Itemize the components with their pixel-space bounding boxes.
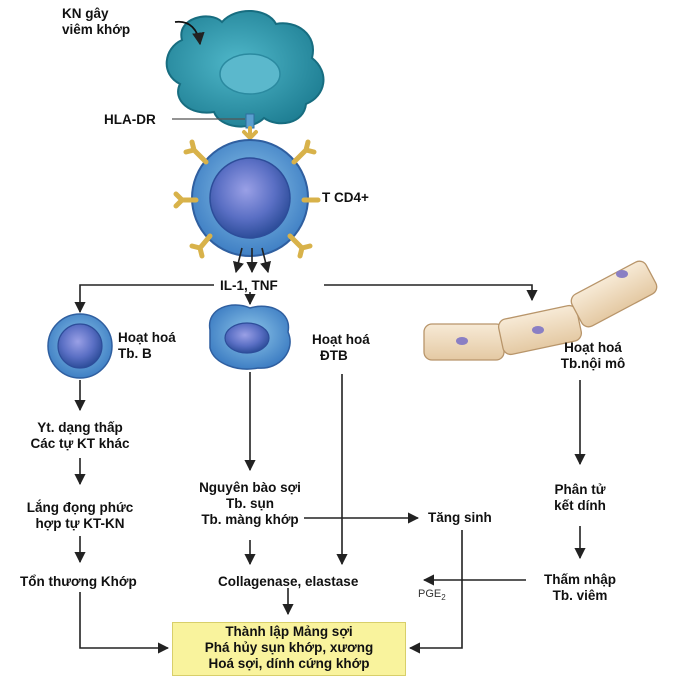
enzymes-label: Collagenase, elastase	[218, 574, 359, 589]
proliferation-label: Tăng sinh	[428, 510, 492, 525]
outcome-box	[172, 622, 406, 676]
right-column-arrows	[408, 380, 586, 654]
antigen-presenting-cell	[165, 9, 325, 128]
cytokine-branch-arrows	[74, 284, 538, 314]
hla-dr-receptor	[242, 113, 258, 141]
cytokines-label: IL-1, TNF	[220, 278, 278, 293]
b-cell	[47, 313, 113, 379]
pge2-label: PGE2	[418, 588, 446, 603]
middle-column-arrows	[244, 372, 420, 616]
left-column-arrows	[74, 380, 170, 654]
joint-damage-label: Tổn thương Khớp	[20, 574, 137, 589]
macrophage-cell	[208, 304, 291, 370]
endothelial-cells	[423, 260, 658, 361]
t-cell-output-arrows	[233, 247, 271, 274]
hla-dr-label: HLA-DR	[104, 112, 156, 127]
t-cd4-label: T CD4+	[322, 190, 369, 205]
antigen-pointer-arrow	[174, 20, 205, 46]
t-cd4-cell	[173, 139, 321, 259]
